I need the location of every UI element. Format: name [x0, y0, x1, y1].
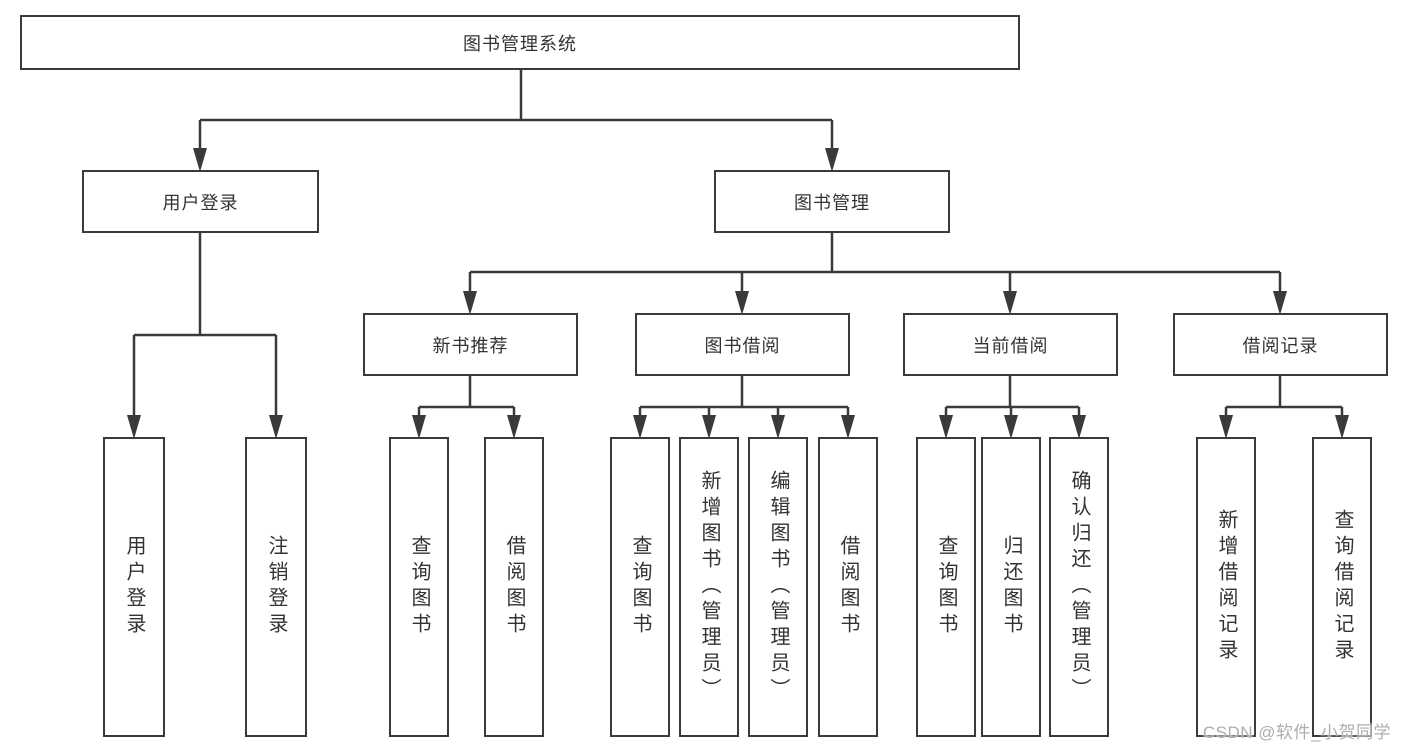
leaf-borrow-books: 借阅图书 [818, 437, 878, 737]
leaf-logout: 注销登录 [245, 437, 307, 737]
leaf-return-books-label: 归还图书 [1000, 535, 1022, 639]
leaf-query-books-current: 查询图书 [916, 437, 976, 737]
leaf-edit-books-admin-label: 编辑图书（管理员） [767, 470, 789, 704]
leaf-query-borrow-record-label: 查询借阅记录 [1331, 509, 1353, 665]
node-book-borrowing: 图书借阅 [635, 313, 850, 376]
node-book-management-label: 图书管理 [794, 192, 870, 213]
node-new-book-recommend-label: 新书推荐 [432, 335, 509, 356]
node-current-borrowing-label: 当前借阅 [972, 335, 1049, 356]
leaf-confirm-return-admin-label: 确认归还（管理员） [1068, 470, 1090, 704]
node-library-system-label: 图书管理系统 [463, 33, 577, 54]
leaf-query-books-borrowing-label: 查询图书 [629, 535, 651, 639]
leaf-query-books-borrowing: 查询图书 [610, 437, 670, 737]
leaf-borrow-books-label: 借阅图书 [837, 535, 859, 639]
leaf-borrow-books-recommend: 借阅图书 [484, 437, 544, 737]
leaf-return-books: 归还图书 [981, 437, 1041, 737]
leaf-confirm-return-admin: 确认归还（管理员） [1049, 437, 1109, 737]
leaf-user-login: 用户登录 [103, 437, 165, 737]
node-library-system: 图书管理系统 [20, 15, 1020, 70]
leaf-add-borrow-record-label: 新增借阅记录 [1215, 509, 1237, 665]
leaf-query-books-current-label: 查询图书 [935, 535, 957, 639]
leaf-edit-books-admin: 编辑图书（管理员） [748, 437, 808, 737]
leaf-query-books-recommend-label: 查询图书 [408, 535, 430, 639]
leaf-logout-label: 注销登录 [265, 535, 287, 639]
leaf-add-borrow-record: 新增借阅记录 [1196, 437, 1256, 737]
leaf-query-borrow-record: 查询借阅记录 [1312, 437, 1372, 737]
node-current-borrowing: 当前借阅 [903, 313, 1118, 376]
leaf-add-books-admin: 新增图书（管理员） [679, 437, 739, 737]
leaf-query-books-recommend: 查询图书 [389, 437, 449, 737]
node-borrow-records-label: 借阅记录 [1242, 335, 1319, 356]
node-new-book-recommend: 新书推荐 [363, 313, 578, 376]
node-user-login-label: 用户登录 [162, 192, 239, 213]
node-borrow-records: 借阅记录 [1173, 313, 1388, 376]
node-book-borrowing-label: 图书借阅 [704, 335, 781, 356]
node-book-management: 图书管理 [714, 170, 950, 233]
node-user-login: 用户登录 [82, 170, 319, 233]
leaf-user-login-label: 用户登录 [123, 535, 145, 639]
leaf-borrow-books-recommend-label: 借阅图书 [503, 535, 525, 639]
leaf-add-books-admin-label: 新增图书（管理员） [698, 470, 720, 704]
csdn-watermark: CSDN @软件_小贺同学 [1202, 723, 1391, 742]
